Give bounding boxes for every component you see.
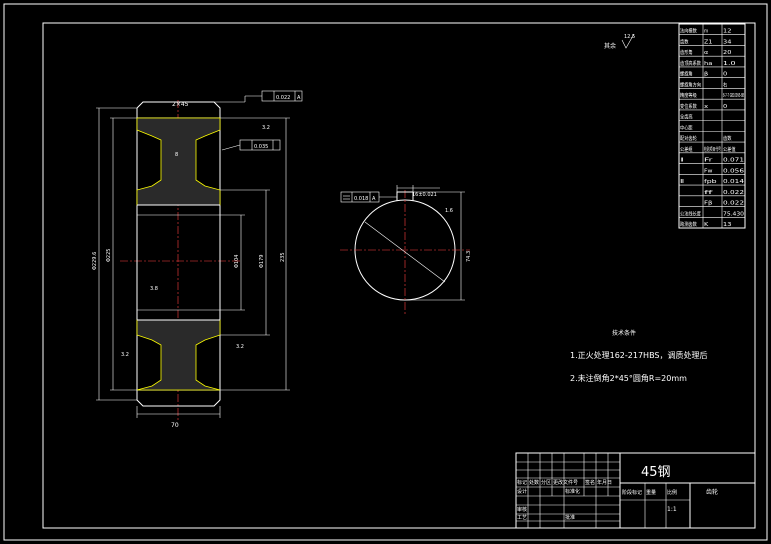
- inner-frame: [42, 22, 756, 529]
- param-cell: 法向模数: [680, 28, 697, 35]
- chamfer-label: 2×45: [172, 101, 189, 108]
- param-cell: 8-7-7 GB10095-88: [723, 93, 744, 99]
- title-block-label: 年月日: [597, 479, 612, 486]
- param-cell: Z1: [704, 39, 712, 45]
- roughness-1: 3.2: [262, 125, 270, 131]
- title-block-labels: 标记处数分区更改文件号签名年月日设计 标准化 阶段标记重量 比例审核工艺 批准: [517, 479, 677, 521]
- dim-width: 70: [171, 422, 179, 429]
- bore-end-view: [340, 185, 470, 315]
- notes-line-1: 1.正火处理162-217HBS，调质处理后: [570, 350, 708, 360]
- material-label: 45钢: [641, 465, 671, 480]
- param-cell: K: [704, 222, 709, 228]
- dim-d3: 235: [280, 252, 286, 262]
- runout-tol-2: 0.035: [254, 144, 268, 150]
- title-block-label: 签名: [585, 479, 595, 486]
- param-cell: Fβ: [704, 201, 712, 207]
- param-cell: 检验项目代号: [704, 146, 721, 153]
- title-block-label: 批准: [565, 514, 575, 521]
- roughness-symbol: [621, 33, 635, 49]
- param-cell: 齿顶高系数: [680, 60, 701, 67]
- param-cell: α: [704, 50, 709, 56]
- title-block-label: 处数: [529, 479, 539, 486]
- roughness-4: 1.6: [445, 208, 453, 214]
- param-cell: 齿数: [680, 38, 688, 45]
- param-cell: ff: [704, 190, 714, 196]
- param-cell: Ⅱ: [680, 179, 684, 185]
- title-block-label: 重量: [646, 489, 656, 496]
- roughness-other: 12.5: [624, 34, 635, 40]
- param-cell: 13: [723, 222, 731, 228]
- title-block-label: 阶段标记: [622, 489, 642, 496]
- param-cell: 公法线长度: [680, 210, 701, 217]
- param-cell: 精度等级: [680, 92, 697, 99]
- title-block-label: 更改文件号: [553, 479, 578, 486]
- param-cell: 螺旋角方向: [680, 81, 701, 88]
- notes-title: 技术条件: [612, 329, 636, 337]
- param-cell: 0: [723, 72, 727, 78]
- dim-d1: Φ225: [106, 249, 112, 262]
- param-cell: 跨测齿数: [680, 221, 697, 228]
- param-cell: 0.014: [723, 179, 744, 185]
- param-cell: 0.022: [723, 190, 744, 196]
- dim-hub: 8: [175, 152, 178, 158]
- title-block-grid: [515, 452, 756, 529]
- param-cell: fpb: [704, 179, 717, 185]
- title-block-label: 工艺: [517, 515, 527, 521]
- part-name: 齿轮: [706, 488, 718, 496]
- param-cell: 公差值: [723, 146, 736, 153]
- roughness-3: 3.2: [236, 344, 244, 350]
- dim-key-depth: 74.3: [466, 251, 472, 262]
- roughness-2: 3.2: [121, 352, 129, 358]
- roughness-other-label: 其余: [604, 42, 616, 50]
- title-block-label: 设计: [517, 488, 527, 495]
- param-cell: 0: [723, 104, 727, 110]
- param-cell: 配对齿轮: [680, 135, 697, 142]
- gear-section-view: [96, 90, 303, 420]
- param-cell: m: [704, 29, 708, 35]
- dim-od: Φ229.6: [92, 252, 98, 270]
- title-block-label: 分区: [541, 479, 551, 486]
- parallel-datum: A: [372, 196, 376, 202]
- param-cell: 20: [723, 50, 731, 56]
- title-block-label: 标记: [517, 479, 527, 486]
- param-cell: 全齿高: [680, 114, 693, 121]
- param-cell: x: [704, 104, 708, 110]
- param-cell: 齿形角: [680, 49, 693, 56]
- param-cell: 0.071: [723, 158, 744, 164]
- dim-bore: Φ104: [234, 255, 240, 268]
- dim-d2: Φ179: [259, 255, 265, 268]
- param-cell: ha: [704, 61, 712, 67]
- param-cell: 75.430: [723, 211, 744, 217]
- param-cell: Fw: [704, 168, 712, 174]
- outer-frame: [3, 3, 768, 541]
- param-cell: 螺旋角: [680, 71, 693, 78]
- param-cell: 1.0: [723, 61, 736, 67]
- param-cell: 变位系数: [680, 103, 697, 110]
- scale-value: 1:1: [667, 506, 677, 513]
- notes-line-2: 2.未注倒角2*45°圆角R=20mm: [570, 373, 687, 383]
- dim-web: 3.8: [150, 286, 158, 292]
- dim-key-width: 16±0.021: [412, 192, 437, 198]
- param-cell: 12: [723, 29, 731, 35]
- runout-tol: 0.022: [276, 95, 290, 101]
- runout-datum: A: [297, 95, 301, 101]
- title-block-label: 审核: [517, 506, 527, 513]
- param-cell: 34: [723, 39, 731, 45]
- param-cell: Fr: [704, 158, 714, 164]
- param-cell: 0.056: [723, 168, 744, 174]
- param-cell: 0.022: [723, 201, 744, 207]
- parallel-tol: 0.018: [354, 196, 368, 202]
- param-cell: 右: [723, 81, 727, 88]
- title-block-label: 标准化: [565, 488, 580, 495]
- param-cell: 公差组: [680, 146, 693, 153]
- param-cell: β: [704, 72, 708, 78]
- param-cell: 中心距: [680, 124, 693, 131]
- param-cell: Ⅰ: [680, 158, 684, 164]
- param-cell: 齿数: [723, 135, 731, 142]
- title-block-label: 比例: [667, 489, 677, 496]
